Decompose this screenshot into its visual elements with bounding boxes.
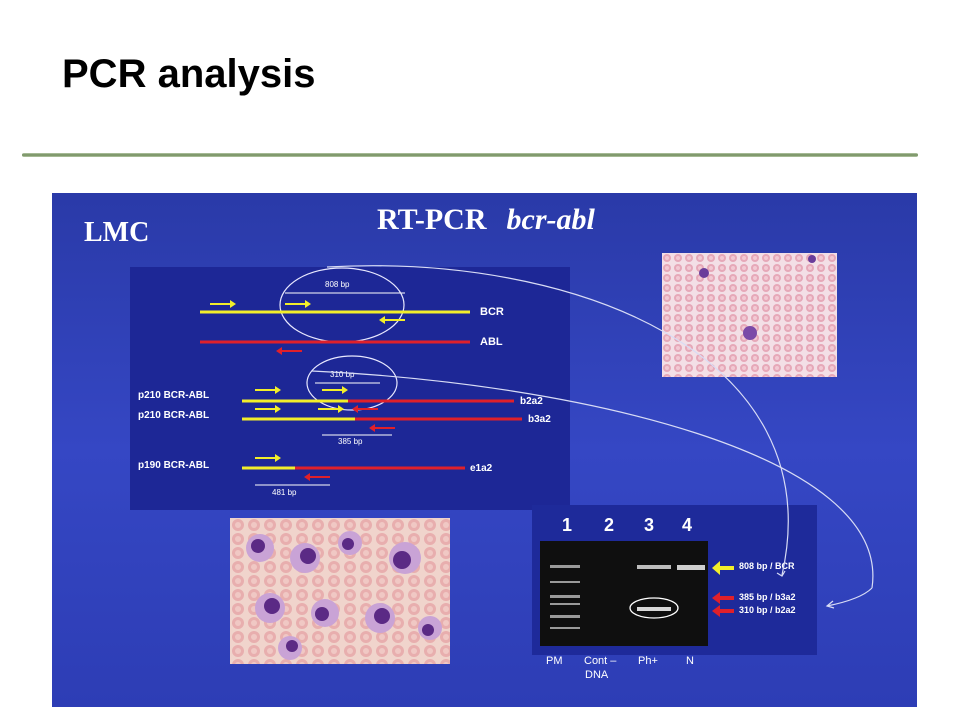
band-310-ph [637, 607, 671, 611]
ladder-band [550, 615, 580, 618]
bcr-forward-primer-2 [285, 300, 311, 308]
arrow-310 [712, 605, 734, 617]
label-808: 808 bp [325, 280, 350, 289]
slide-image: LMC RT-PCR bcr-abl 808 bp BCR ABL 310 bp [52, 193, 917, 707]
label-bcr: BCR [480, 306, 504, 318]
lane-number-1: 1 [562, 515, 573, 535]
row3-primer [255, 454, 281, 462]
row2-reverse [369, 424, 395, 432]
lane-number-4: 4 [682, 515, 693, 535]
band-circle [629, 597, 679, 619]
label-abl: ABL [480, 336, 503, 348]
page-title: PCR analysis [62, 52, 316, 96]
ladder-band [550, 627, 580, 629]
row2-primer-2 [318, 405, 344, 413]
band-arrows [712, 561, 734, 617]
lane-number-3: 3 [644, 515, 655, 535]
marrow-cells-drawing [230, 518, 450, 664]
row1-primer-1 [255, 386, 281, 394]
schematic-drawing: 808 bp BCR ABL 310 bp p210 BCR-ABL b2a2 [138, 267, 551, 497]
white-cell [808, 255, 816, 263]
abl-reverse-primer [276, 347, 302, 355]
gel-bands [550, 565, 705, 629]
gel-electrophoresis-panel: 1 2 3 4 [532, 505, 817, 655]
label-row-1: p210 BCR-ABL [138, 390, 209, 401]
lmc-heading: LMC [84, 217, 150, 248]
row1-reverse [352, 405, 378, 413]
gel-image [540, 541, 708, 646]
title-divider [22, 153, 918, 157]
label-row-3: p190 BCR-ABL [138, 460, 209, 471]
band-808-ph [637, 565, 671, 569]
gel-bottom-label-ph: Ph+ [638, 655, 658, 667]
bcr-forward-primer-1 [210, 300, 236, 308]
band-label-310: 310 bp / b2a2 [739, 605, 796, 615]
band-label-385: 385 bp / b3a2 [739, 592, 796, 602]
gel-bottom-label-dna: DNA [585, 669, 609, 681]
gel-bottom-label-cont: Cont – [584, 655, 617, 667]
band-808-n [677, 565, 705, 570]
row2-primer-1 [255, 405, 281, 413]
white-cell [699, 268, 709, 278]
curve-808 [326, 265, 789, 576]
connector-curves [311, 265, 874, 609]
bcr-abl-text: bcr-abl [506, 203, 595, 236]
label-b3a2: b3a2 [528, 414, 551, 425]
band-label-808: 808 bp / BCR [739, 561, 795, 571]
rt-pcr-text: RT-PCR [377, 203, 487, 236]
lane-number-2: 2 [604, 515, 615, 535]
label-481: 481 bp [272, 488, 297, 497]
rt-pcr-heading: RT-PCR bcr-abl [377, 203, 595, 237]
label-385: 385 bp [338, 437, 363, 446]
label-b2a2: b2a2 [520, 396, 543, 407]
ladder-band [550, 565, 580, 568]
circle-310 [306, 355, 398, 411]
label-310: 310 bp [330, 370, 355, 379]
arrow-808 [712, 561, 734, 575]
blood-smear-photo [662, 253, 837, 377]
label-row-2: p210 BCR-ABL [138, 410, 209, 421]
curve-310 [311, 370, 874, 589]
ladder-band [550, 595, 580, 598]
bcr-reverse-primer [379, 316, 405, 324]
row1-primer-2 [322, 386, 348, 394]
ladder-band [550, 603, 580, 605]
white-cell [743, 326, 757, 340]
row3-reverse [304, 473, 330, 481]
ladder-band [550, 581, 580, 583]
arrow-385 [712, 592, 734, 604]
blood-smear-drawing [662, 253, 837, 377]
label-e1a2: e1a2 [470, 463, 493, 474]
marrow-cells-photo [230, 518, 450, 664]
gel-bottom-label-n: N [686, 655, 694, 667]
gel-bottom-label-pm: PM [546, 655, 563, 667]
